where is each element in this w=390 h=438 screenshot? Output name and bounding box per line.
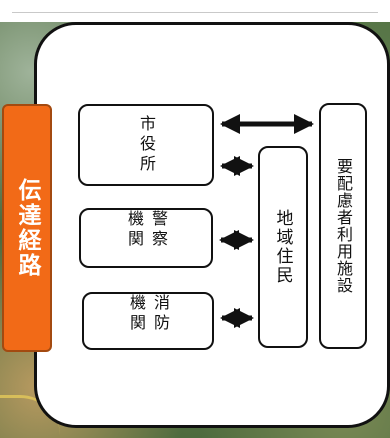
route-label-tab: 伝達経路 bbox=[2, 104, 52, 352]
node-police-label: 警察機関 bbox=[125, 210, 168, 250]
node-police: 警察機関 bbox=[79, 208, 213, 268]
node-facilities-label: 要配慮者利用施設 bbox=[334, 158, 353, 294]
top-rule bbox=[12, 12, 378, 13]
node-residents-label: 地域住民 bbox=[272, 209, 293, 285]
river-edge bbox=[0, 395, 60, 438]
node-facilities: 要配慮者利用施設 bbox=[319, 103, 367, 349]
node-fire: 消防機関 bbox=[82, 292, 214, 350]
node-city-hall-label: 市役所 bbox=[137, 115, 156, 175]
route-label: 伝達経路 bbox=[14, 178, 40, 278]
node-fire-label: 消防機関 bbox=[127, 294, 170, 334]
node-residents: 地域住民 bbox=[258, 146, 308, 348]
node-city-hall: 市役所 bbox=[78, 104, 214, 186]
